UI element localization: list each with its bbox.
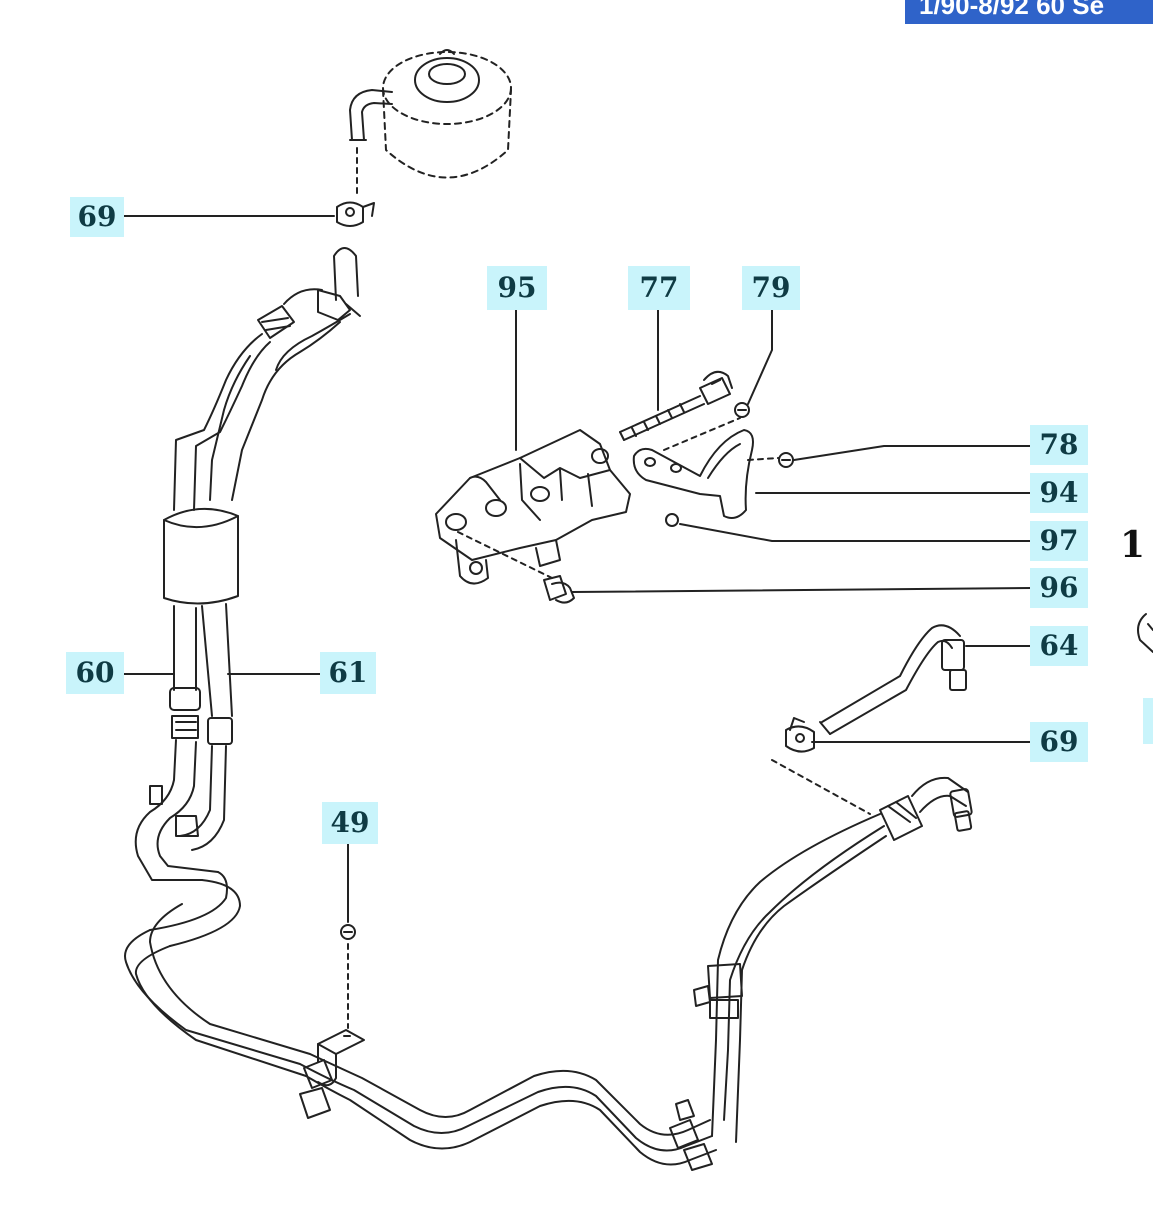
callout-96[interactable]: 96 [1030, 568, 1088, 608]
callout-60[interactable]: 60 [66, 652, 124, 694]
reservoir-drawing [349, 49, 512, 179]
callout-78[interactable]: 78 [1030, 425, 1088, 465]
hose-lower-run [124, 739, 717, 1171]
callout-49[interactable]: 49 [322, 802, 378, 844]
pipe-64-drawing [819, 624, 967, 735]
nut-97-drawing [665, 513, 679, 527]
washer-79-drawing [734, 402, 750, 418]
callout-69-right[interactable]: 69 [1030, 722, 1088, 762]
date-range-banner: 1/90-8/92 60 Se [905, 0, 1153, 24]
leader-lines [121, 215, 1033, 923]
edge-partial-part [1137, 613, 1153, 653]
clamp-right-drawing [785, 717, 815, 753]
callout-61[interactable]: 61 [320, 652, 376, 694]
callout-94[interactable]: 94 [1030, 473, 1088, 513]
edge-callout-number: 1 [1120, 524, 1146, 566]
callout-79[interactable]: 79 [742, 266, 800, 310]
bracket-49-drawing [317, 924, 365, 1087]
leader-dashed-right [771, 759, 871, 815]
bracket-94-drawing [632, 417, 779, 519]
edge-callout-tab [1143, 698, 1153, 744]
hose-stub [333, 247, 359, 301]
callout-69-top[interactable]: 69 [70, 197, 124, 237]
callout-95[interactable]: 95 [487, 266, 547, 310]
hose-right-run [693, 776, 973, 1143]
bolt-96-drawing [543, 575, 575, 604]
hose-pair-left [163, 288, 361, 745]
callout-97[interactable]: 97 [1030, 521, 1088, 561]
bracket-95-drawing [435, 429, 631, 585]
callout-64[interactable]: 64 [1030, 626, 1088, 666]
callout-77[interactable]: 77 [628, 266, 690, 310]
bolt-77-drawing [619, 370, 733, 441]
clamp-top-drawing [336, 201, 375, 227]
